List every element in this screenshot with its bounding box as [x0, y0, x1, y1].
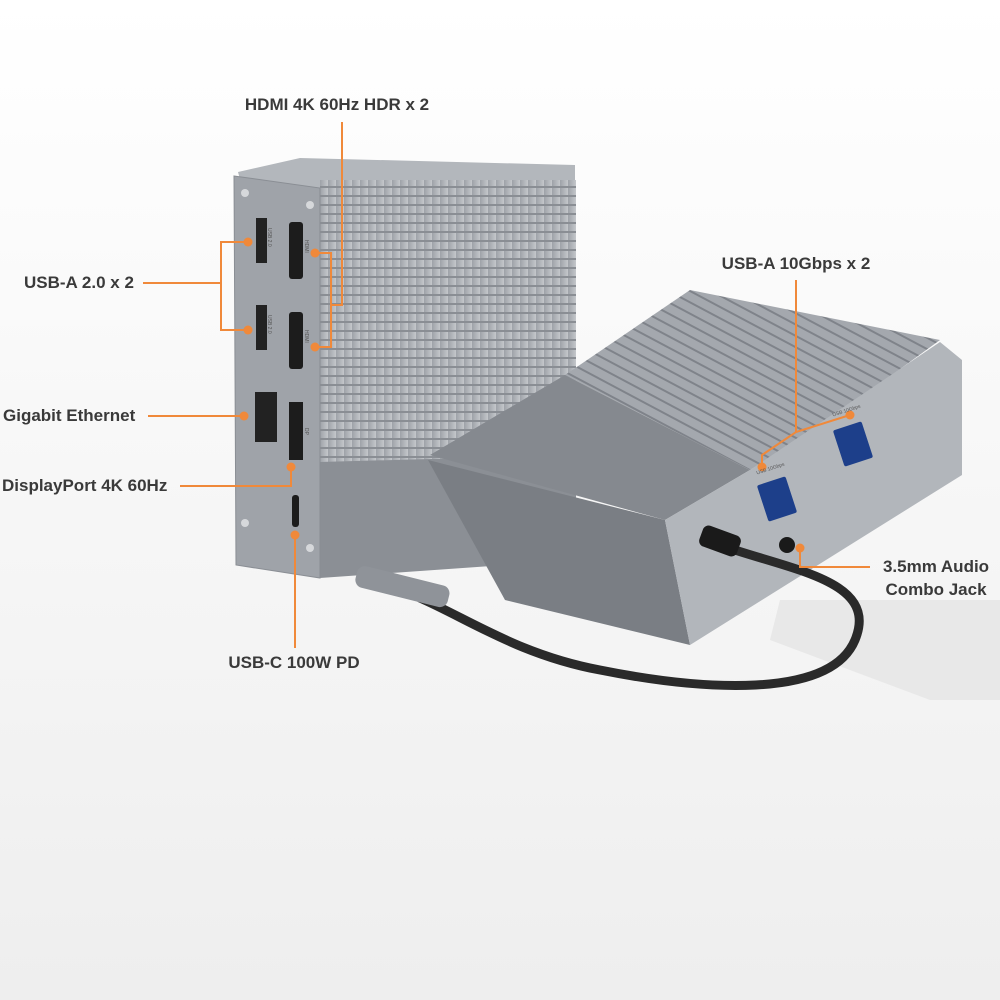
hdmi-port: [289, 222, 303, 279]
displayport-port: [289, 402, 303, 460]
audio-jack: [779, 537, 795, 553]
port-label-usb20: USB 2.0: [266, 315, 272, 334]
usb-a-port: [256, 218, 267, 263]
callout-ethernet: Gigabit Ethernet: [3, 406, 136, 425]
callout-usb-a-20: USB-A 2.0 x 2: [24, 273, 134, 292]
callout-hdmi: HDMI 4K 60Hz HDR x 2: [244, 95, 430, 114]
usb-c-cable: [415, 540, 864, 690]
port-label-hdmi: HDMI: [303, 330, 309, 343]
hdmi-port: [289, 312, 303, 369]
callout-usb-c: USB-C 100W PD: [228, 653, 360, 672]
usb-a-10g-port: [833, 421, 873, 467]
callout-lines: [143, 122, 870, 648]
callout-dots: [239, 237, 855, 553]
horizontal-dock: [428, 290, 962, 645]
callout-displayport: DisplayPort 4K 60Hz: [2, 476, 168, 495]
usb-c-plug: [355, 566, 450, 608]
port-label-usb20: USB 2.0: [266, 228, 272, 247]
ethernet-port: [255, 392, 277, 442]
port-label-hdmi: HDMI: [303, 240, 309, 253]
usb-a-port: [256, 305, 267, 350]
usb-a-10g-port: [757, 476, 797, 522]
callout-usb-a-10g: USB-A 10Gbps x 2: [721, 254, 871, 273]
shelf: [770, 600, 1000, 700]
callout-audio-line1: 3.5mm Audio: [882, 557, 990, 576]
port-label-dp: DP: [303, 428, 309, 435]
usb-c-port: [292, 495, 299, 527]
callout-audio-line2: Combo Jack: [885, 580, 987, 599]
